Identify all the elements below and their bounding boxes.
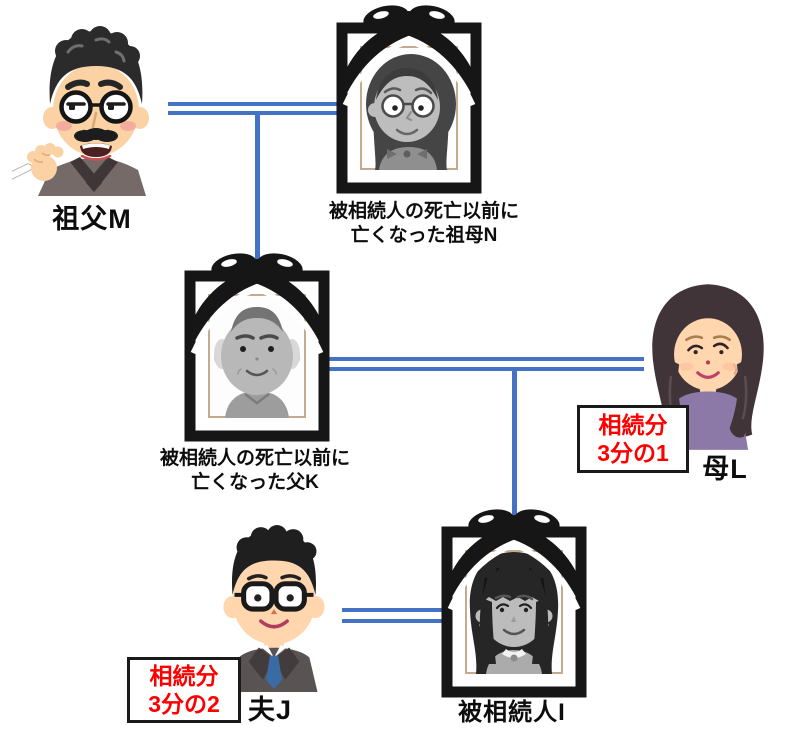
descent-line-grandparents-to-father (255, 113, 260, 263)
grandfather-illustration (12, 26, 149, 196)
mother-label: 母L (702, 454, 748, 484)
share-title: 相続分 (598, 412, 668, 438)
marriage-line-father-mother (328, 357, 644, 371)
mourning-ribbon-icon (190, 253, 324, 355)
share-title: 相続分 (149, 663, 219, 689)
decedent-memorial-portrait (441, 509, 587, 698)
father-caption: 被相続人の死亡以前に 亡くなった父K (159, 448, 350, 493)
father-photo (214, 307, 300, 418)
mother-share-box: 相続分 3分の1 (577, 405, 689, 473)
descent-line-parents-to-decedent (512, 369, 517, 515)
marriage-line-grandfather-grandmother (168, 102, 338, 115)
grandmother-photo (366, 54, 456, 170)
mourning-ribbon-icon (447, 509, 581, 611)
grandfather-glasses (59, 90, 93, 124)
decedent-photo (469, 552, 559, 674)
cigarette-icon (12, 163, 33, 184)
father-memorial-portrait (184, 253, 330, 442)
mother-face (674, 318, 742, 391)
grandfather-hand (12, 143, 64, 184)
share-fraction: 3分の2 (148, 691, 220, 717)
grandmother-caption: 被相続人の死亡以前に 亡くなった祖母N (328, 201, 519, 246)
husband-label: 夫J (247, 695, 293, 725)
grandfather-label: 祖父M (52, 204, 132, 234)
husband-share-box: 相続分 3分の2 (127, 657, 241, 723)
husband-tie (265, 655, 283, 689)
grandmother-memorial-portrait (336, 5, 482, 194)
mourning-ribbon-icon (342, 5, 476, 107)
share-fraction: 3分の1 (597, 440, 669, 466)
marriage-line-husband-decedent (342, 608, 443, 623)
decedent-label: 被相続人I (458, 699, 566, 726)
husband-illustration (223, 525, 325, 692)
